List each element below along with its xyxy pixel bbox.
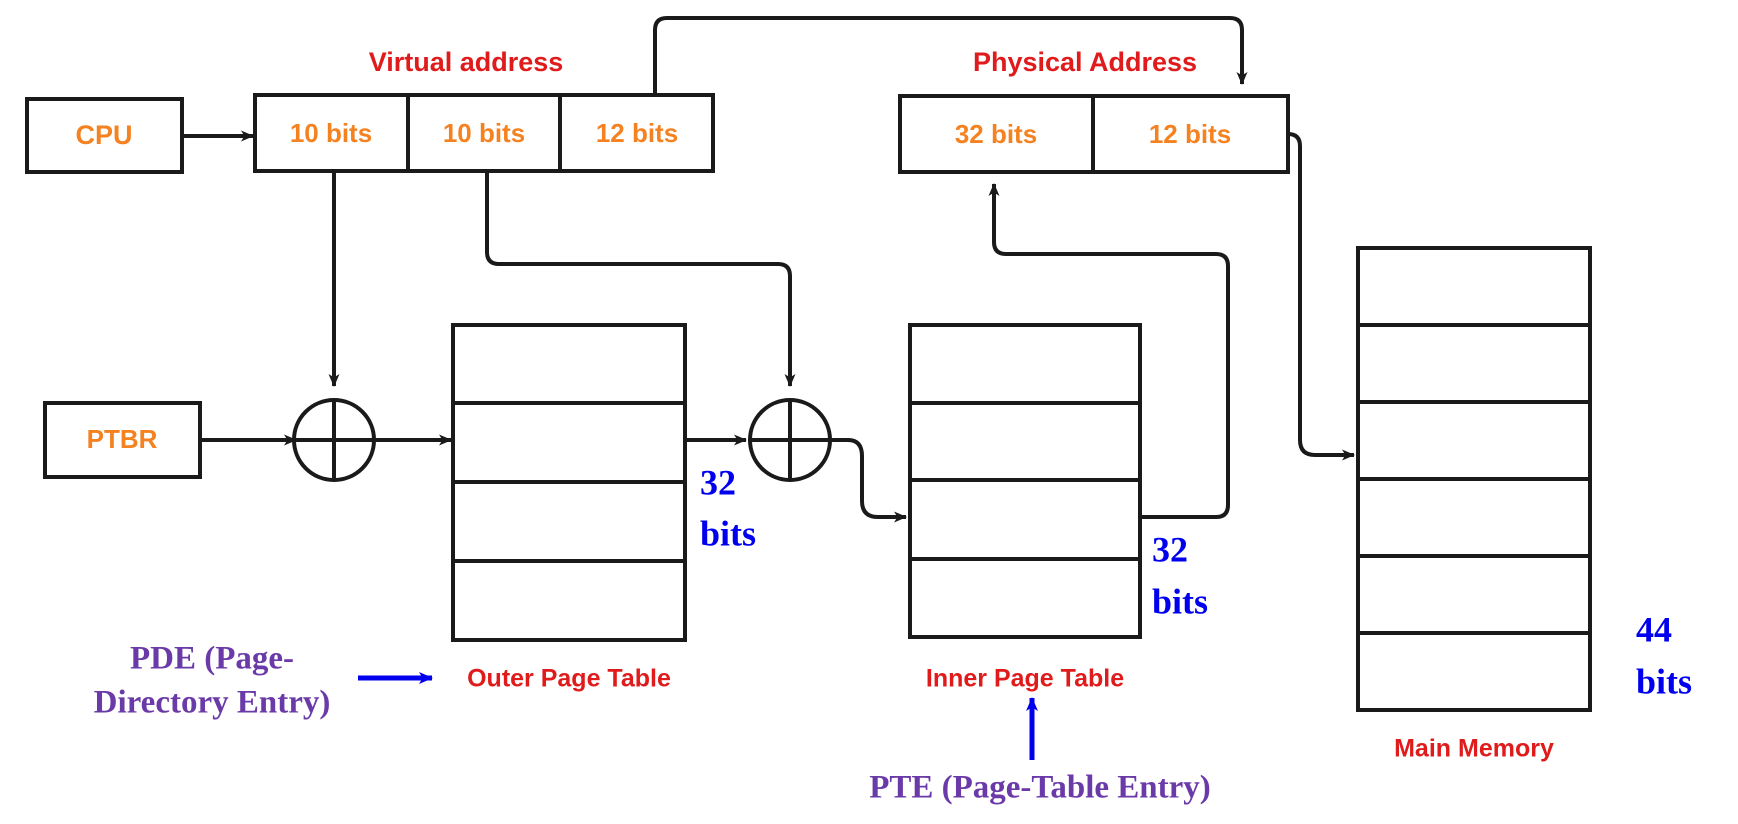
inner-entry-width-line2: bits — [1152, 581, 1208, 621]
physical-address-title: Physical Address — [973, 47, 1197, 77]
va-field-2-label: 12 bits — [596, 118, 678, 148]
va-field-1-label: 10 bits — [443, 118, 525, 148]
adder-inner-to-inner-table-arrow — [830, 438, 907, 523]
offset-copy-path — [653, 16, 1248, 95]
va-field-0-label: 10 bits — [290, 118, 372, 148]
pde-callout-line1: PDE (Page- — [130, 641, 294, 677]
pde-callout: PDE (Page- Directory Entry) — [94, 641, 331, 721]
ptbr-block: PTBR — [43, 401, 202, 479]
pa-field-0-label: 32 bits — [955, 119, 1037, 149]
inner-entry-width-annotation: 32 bits — [1152, 529, 1208, 621]
memory-width-annotation: 44 bits — [1636, 609, 1692, 701]
inner-page-table-caption: Inner Page Table — [926, 665, 1124, 693]
cpu-label: CPU — [75, 120, 132, 150]
pde-callout-line2: Directory Entry) — [94, 685, 331, 721]
pa-field-1-label: 12 bits — [1149, 119, 1231, 149]
outer-page-table-caption: Outer Page Table — [467, 665, 671, 693]
pte-callout-label: PTE (Page-Table Entry) — [869, 770, 1211, 806]
va-table-index-drop — [485, 171, 796, 387]
outer-page-table — [451, 323, 687, 642]
cpu-block: CPU — [25, 97, 184, 174]
virtual-address-title: Virtual address — [369, 47, 564, 77]
memory-width-line2: bits — [1636, 661, 1692, 701]
adder-outer — [292, 398, 376, 482]
main-memory-caption: Main Memory — [1394, 735, 1554, 763]
ptbr-label: PTBR — [87, 424, 158, 454]
outer-entry-width-annotation: 32 bits — [700, 462, 756, 553]
physical-address-register: 32 bits 12 bits — [898, 94, 1290, 174]
inner-page-table — [908, 323, 1142, 639]
physical-address-to-memory-path — [1287, 132, 1355, 461]
pte-to-physical-address-path — [988, 183, 1230, 519]
outer-entry-width-line2: bits — [700, 513, 756, 553]
memory-width-line1: 44 — [1636, 609, 1672, 649]
outer-entry-width-line1: 32 — [700, 462, 736, 502]
main-memory — [1356, 246, 1592, 712]
inner-entry-width-line1: 32 — [1152, 529, 1188, 569]
adder-inner — [748, 398, 832, 482]
virtual-address-register: 10 bits 10 bits 12 bits — [253, 93, 715, 173]
